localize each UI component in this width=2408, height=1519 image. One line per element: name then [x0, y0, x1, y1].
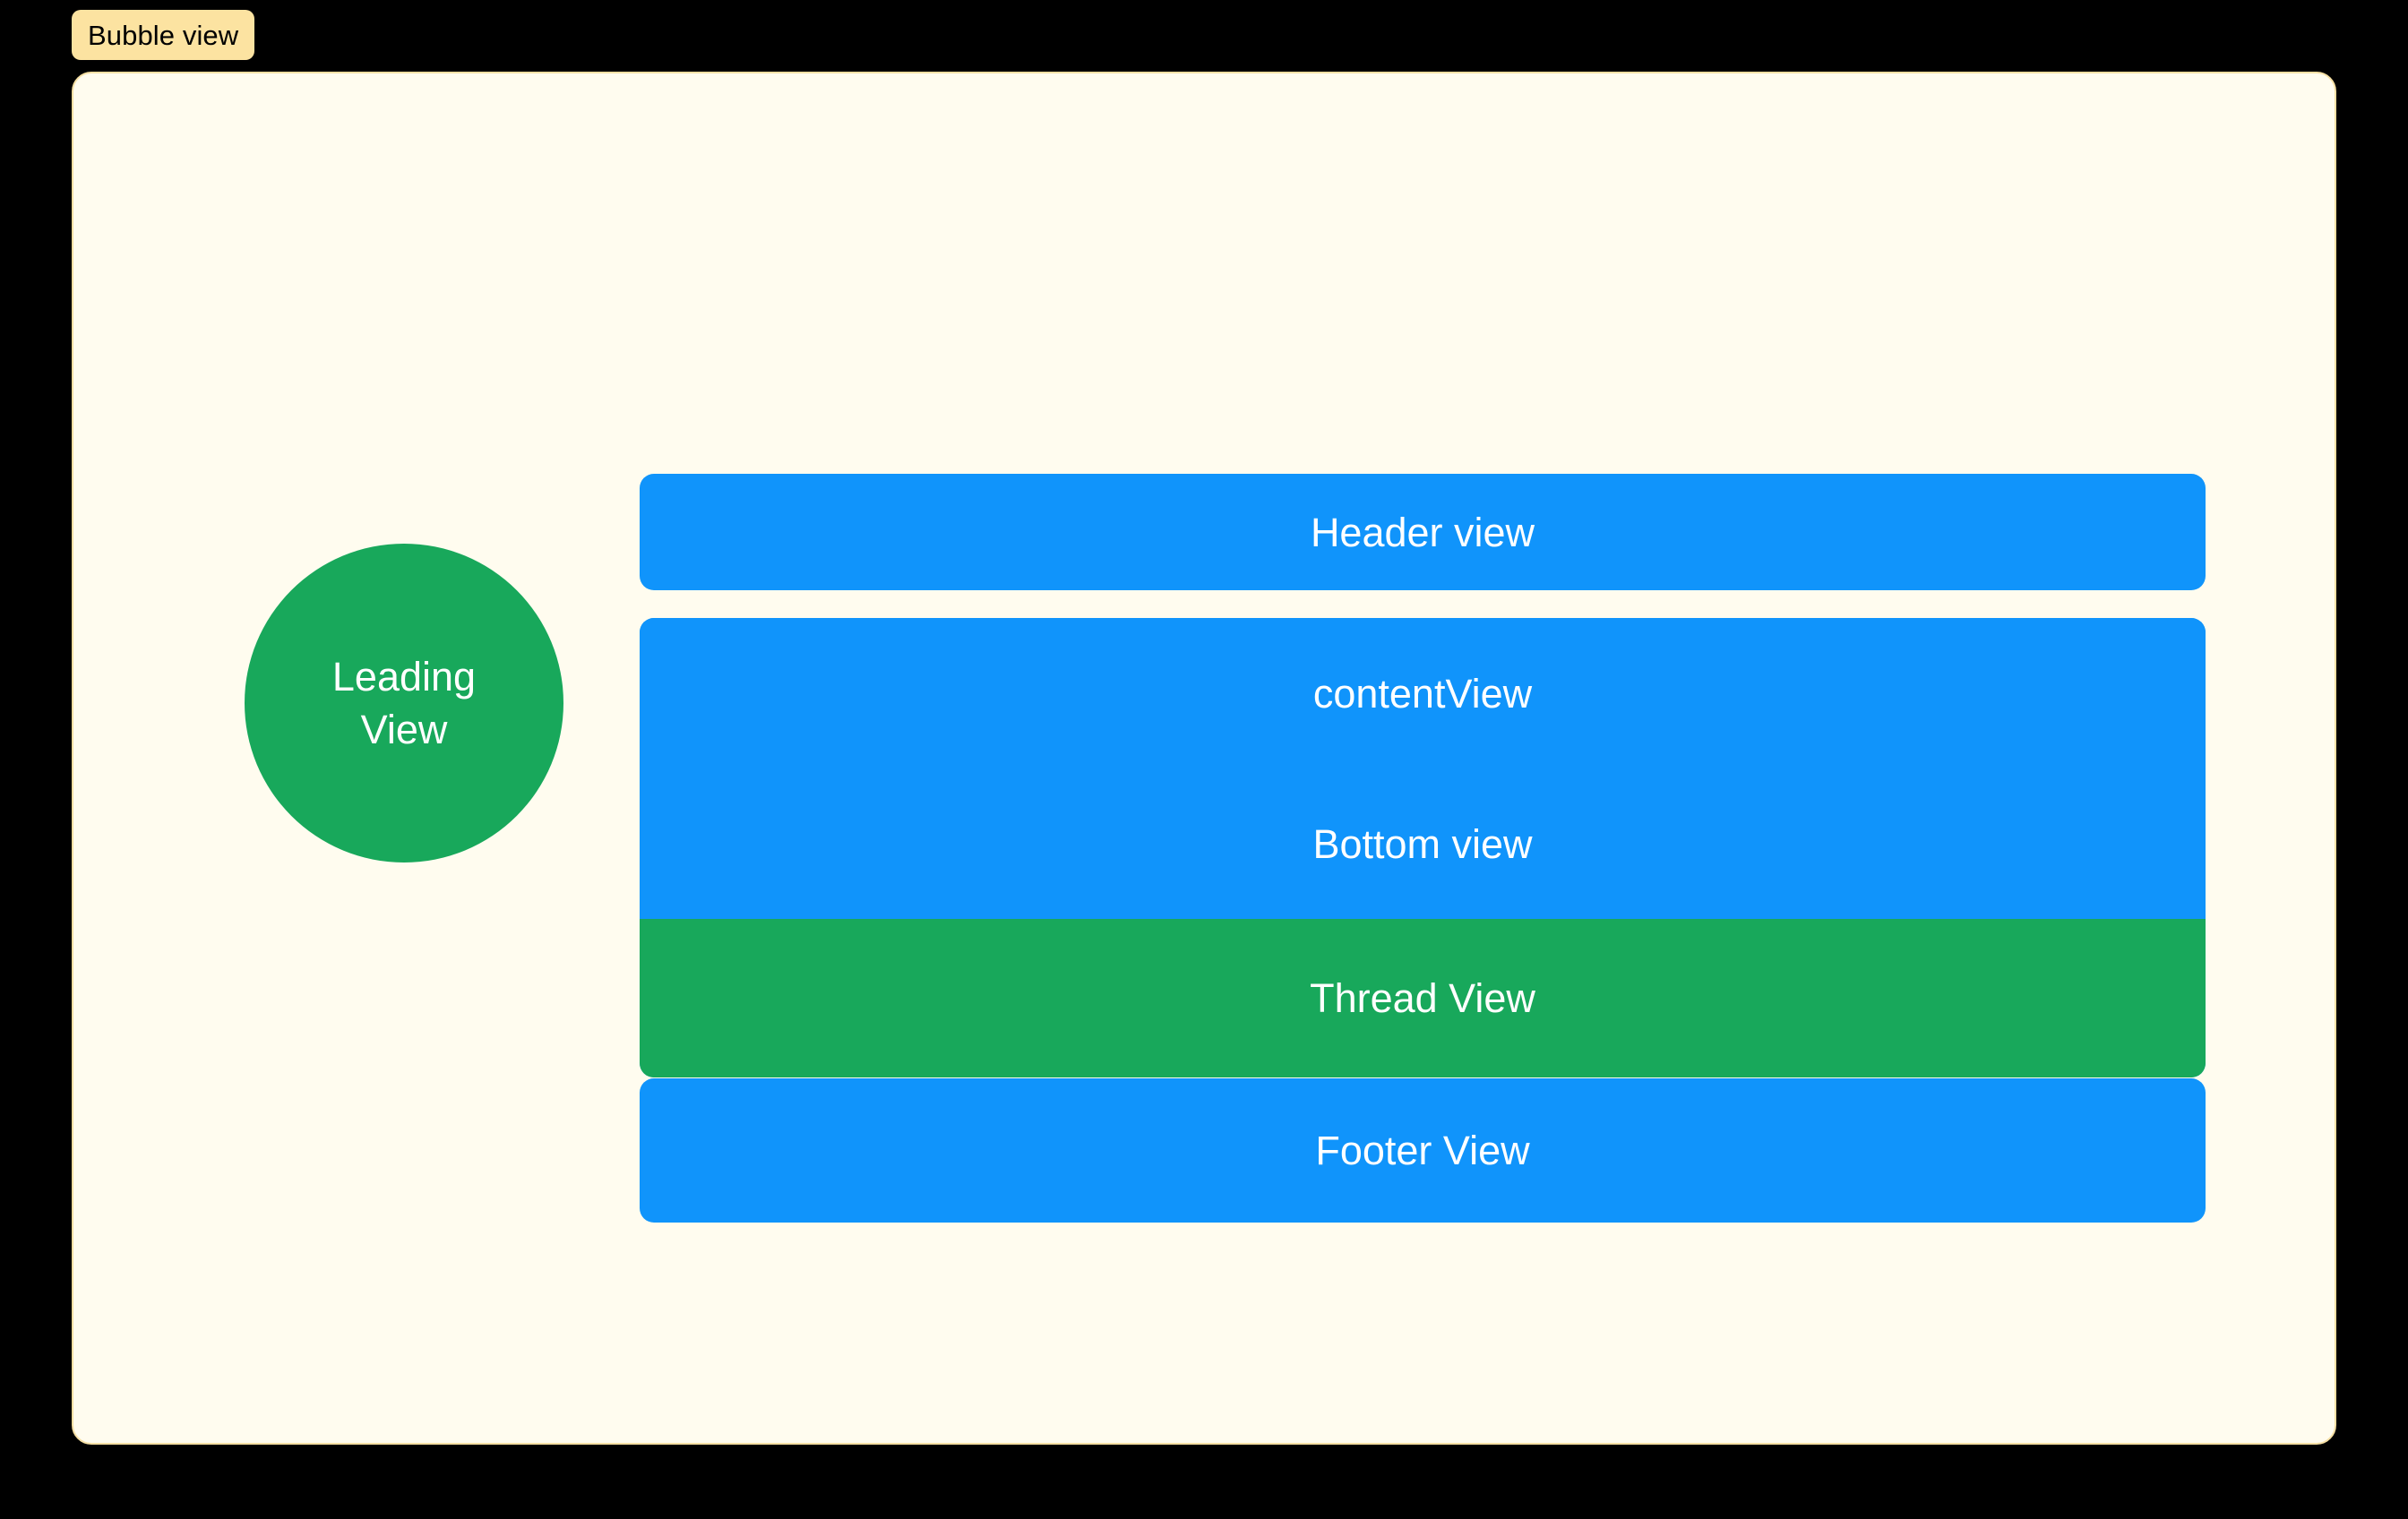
leading-view-label-line1: Leading [331, 653, 477, 699]
thread-view-segment[interactable]: Thread View [640, 919, 2206, 1077]
bubble-view-canvas: Leading View Header view contentView Bot… [72, 72, 2336, 1445]
content-view-label: contentView [1312, 670, 1533, 717]
footer-view-bar[interactable]: Footer View [640, 1078, 2206, 1223]
leading-view-circle[interactable]: Leading View [245, 544, 563, 862]
spacer-header-content [640, 590, 2206, 618]
footer-view-label: Footer View [1315, 1128, 1530, 1173]
views-stack: Header view contentView Bottom view Thre… [640, 474, 2206, 1223]
bottom-view-label: Bottom view [1312, 820, 1533, 867]
thread-view-label: Thread View [1310, 975, 1535, 1021]
leading-view-label-line2: View [360, 707, 448, 752]
header-view-bar[interactable]: Header view [640, 474, 2206, 590]
content-thread-card: contentView Bottom view Thread View [640, 618, 2206, 1077]
bubble-view-badge[interactable]: Bubble view [72, 10, 255, 60]
header-view-label: Header view [1310, 509, 1535, 555]
content-view-segment[interactable]: contentView Bottom view [640, 618, 2206, 919]
